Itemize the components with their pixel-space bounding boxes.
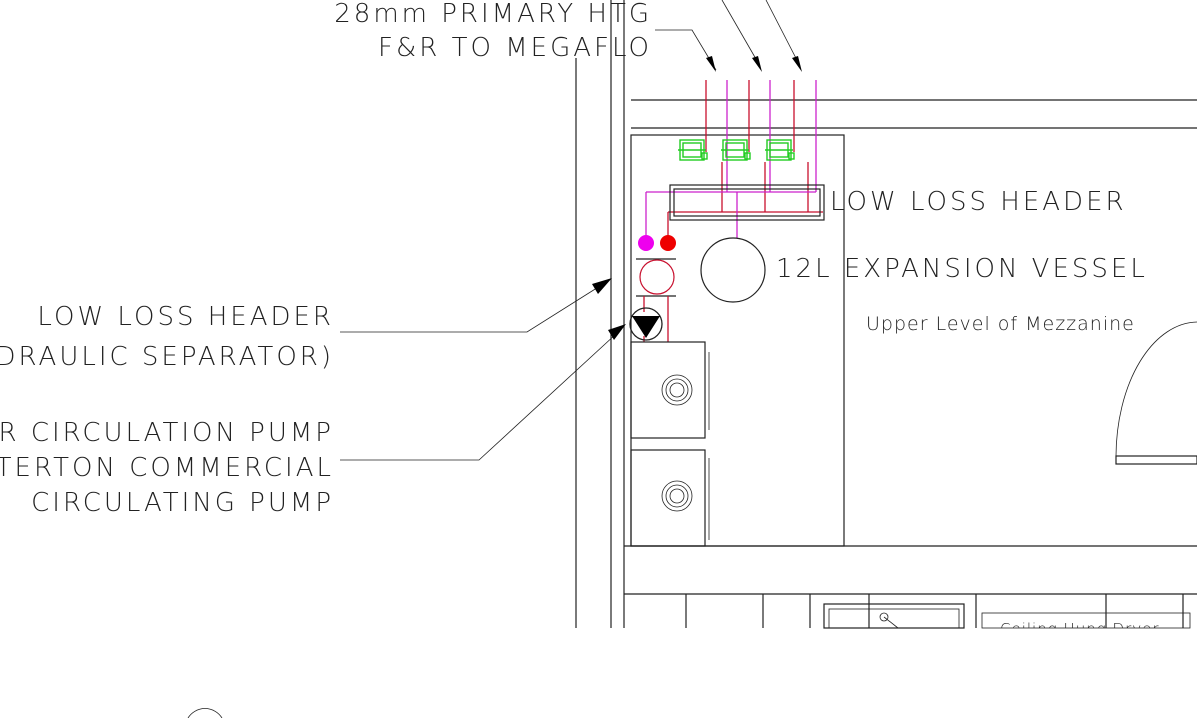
pump-label-line2: POTTERTON COMMERCIAL	[0, 453, 334, 483]
pump-label-line1: OILER CIRCULATION PUMP	[0, 418, 334, 448]
primary-label-line2: F&R TO MEGAFLO	[378, 33, 652, 63]
plant-room-outline	[630, 134, 845, 547]
primary-label-line1: 28mm PRIMARY HTG	[334, 0, 652, 29]
low-loss-header-box	[669, 184, 825, 221]
llh-label-line2: (HYDRAULIC SEPARATOR)	[0, 342, 334, 372]
leader-lines	[340, 0, 802, 461]
llh-label-line1: LOW LOSS HEADER	[37, 302, 334, 332]
pump-label-line3: CIRCULATING PUMP	[31, 488, 334, 518]
upper-level-label: Upper Level of Mezzanine	[866, 313, 1135, 335]
hydraulic-separator	[636, 258, 676, 342]
flow-dot	[660, 235, 676, 251]
boiler-lower	[630, 449, 710, 547]
partial-circle	[187, 708, 223, 718]
low-loss-header-label: LOW LOSS HEADER	[830, 187, 1127, 217]
zone-valves	[678, 139, 795, 161]
expansion-vessel-label: 12L EXPANSION VESSEL	[776, 254, 1148, 284]
primary-pipes	[645, 80, 823, 238]
ceiling-dryer-label: Ceiling Hung Dryer	[1000, 620, 1160, 638]
circulation-pump	[629, 307, 663, 341]
lower-room-linework	[685, 594, 1191, 629]
expansion-vessel	[700, 237, 766, 303]
return-dot	[638, 235, 654, 251]
door-swing	[1115, 321, 1197, 465]
boiler-upper	[630, 341, 710, 439]
